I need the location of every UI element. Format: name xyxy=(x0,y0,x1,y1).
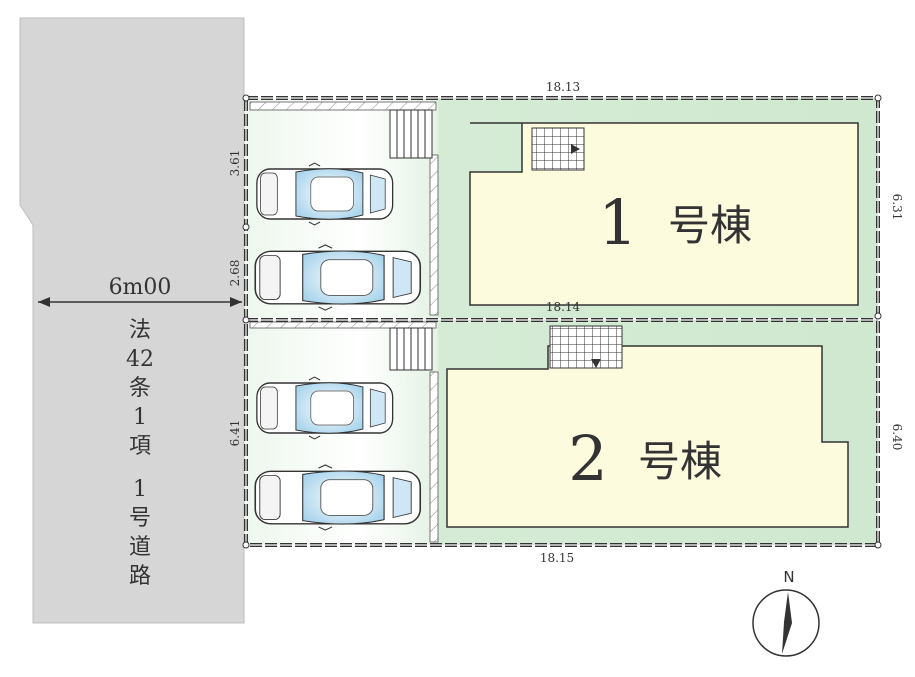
lot-2: 2 号棟 xyxy=(246,320,878,545)
road-type-char: 項 xyxy=(129,434,151,459)
lot-1-fence-hatch xyxy=(249,101,437,111)
road-type-char: 路 xyxy=(129,564,151,589)
compass-needle xyxy=(782,592,792,654)
lot-1-stairs xyxy=(389,109,433,159)
building-2 xyxy=(446,345,849,528)
car xyxy=(254,464,422,531)
lot-2-right-dimension: 6.40 xyxy=(890,424,904,451)
boundary-marker xyxy=(242,541,250,549)
building-1 xyxy=(469,122,859,306)
car xyxy=(256,376,394,440)
boundary-marker xyxy=(874,541,882,549)
lot-2-entrance xyxy=(549,325,623,369)
lot-1-side-fence xyxy=(429,154,439,316)
road-type-char: 1 xyxy=(133,405,147,430)
lot-2-stairs xyxy=(389,327,433,371)
boundary-marker xyxy=(874,94,882,102)
lot-1-bottom-dimension: 18.14 xyxy=(546,300,581,314)
building-1-suffix: 号棟 xyxy=(668,201,752,250)
lot-1-left-dimension-upper: 3.61 xyxy=(228,150,242,177)
building-2-number: 2 xyxy=(568,422,607,495)
lot-1-right-dimension: 6.31 xyxy=(890,194,904,221)
road-type-char: 42 xyxy=(126,347,154,372)
lot-1-top-dimension: 18.13 xyxy=(546,80,580,94)
lot-2-fence-hatch xyxy=(249,321,437,329)
road-type-char: 法 xyxy=(129,318,151,343)
road-type-char: 道 xyxy=(129,535,151,560)
compass-label: N xyxy=(783,568,794,586)
lot-2-side-fence xyxy=(429,371,439,543)
lot-1-entrance xyxy=(531,127,585,171)
building-2-suffix: 号棟 xyxy=(638,437,722,486)
road-type-label: 法 42 条 1 項 1 号 道 路 xyxy=(126,318,154,589)
road-width-dimension xyxy=(38,297,242,307)
north-compass: N xyxy=(752,568,820,657)
boundary-marker xyxy=(242,94,250,102)
road-type-char: 条 xyxy=(129,376,151,401)
boundary-inner-line xyxy=(245,97,879,546)
boundary-marker xyxy=(242,316,250,324)
road: 6m00 法 42 条 1 項 1 号 道 路 xyxy=(19,17,245,624)
lot-1-left-dimension-lower: 2.68 xyxy=(228,260,242,287)
car xyxy=(254,244,422,311)
lot-1: 1 号棟 xyxy=(246,98,878,318)
lot-2-left-dimension: 6.41 xyxy=(228,420,242,447)
road-type-char: 号 xyxy=(129,506,151,531)
lot-2-bottom-dimension: 18.15 xyxy=(540,551,574,565)
road-area xyxy=(19,17,245,624)
road-type-char: 1 xyxy=(133,477,147,502)
car xyxy=(256,162,394,226)
boundary-marker xyxy=(874,312,882,320)
road-width-label: 6m00 xyxy=(109,275,172,300)
building-1-number: 1 xyxy=(598,186,637,259)
boundary-corner-markers xyxy=(242,94,882,549)
boundary-marker xyxy=(242,223,250,231)
